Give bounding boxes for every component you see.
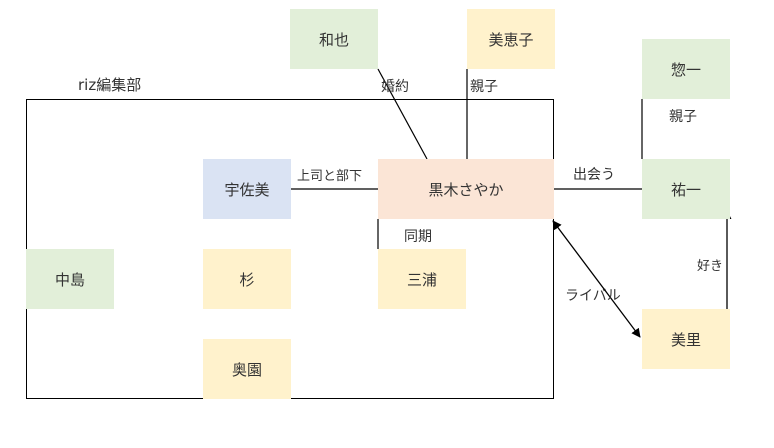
edge-label-parent-child-emiko: 親子	[470, 79, 498, 95]
group-label: riz編集部	[78, 76, 142, 94]
node-yuichi: 祐一	[642, 159, 730, 219]
node-misato: 美里	[642, 309, 730, 369]
node-okuzono: 奥園	[203, 339, 291, 399]
edge-engagement-line	[377, 68, 428, 160]
edge-label-meet: 出会う	[573, 167, 615, 183]
node-kazuya: 和也	[290, 9, 378, 69]
node-usami: 宇佐美	[203, 159, 291, 219]
edge-rival-line	[552, 220, 641, 338]
edge-label-likes: 好き	[697, 259, 724, 274]
node-soichi: 惣一	[642, 39, 730, 99]
edge-label-parent-child-soichi: 親子	[669, 109, 697, 125]
edge-label-same-cohort: 同期	[404, 229, 432, 245]
edge-label-rival: ライバル	[565, 288, 621, 304]
node-nakajima: 中島	[26, 249, 114, 309]
edge-label-engagement: 婚約	[381, 79, 409, 95]
node-emiko: 美恵子	[467, 9, 555, 69]
node-kuroki: 黒木さやか	[378, 159, 554, 219]
edge-label-boss-subordinate: 上司と部下	[297, 169, 363, 184]
node-sugi: 杉	[203, 249, 291, 309]
node-miura: 三浦	[378, 249, 466, 309]
